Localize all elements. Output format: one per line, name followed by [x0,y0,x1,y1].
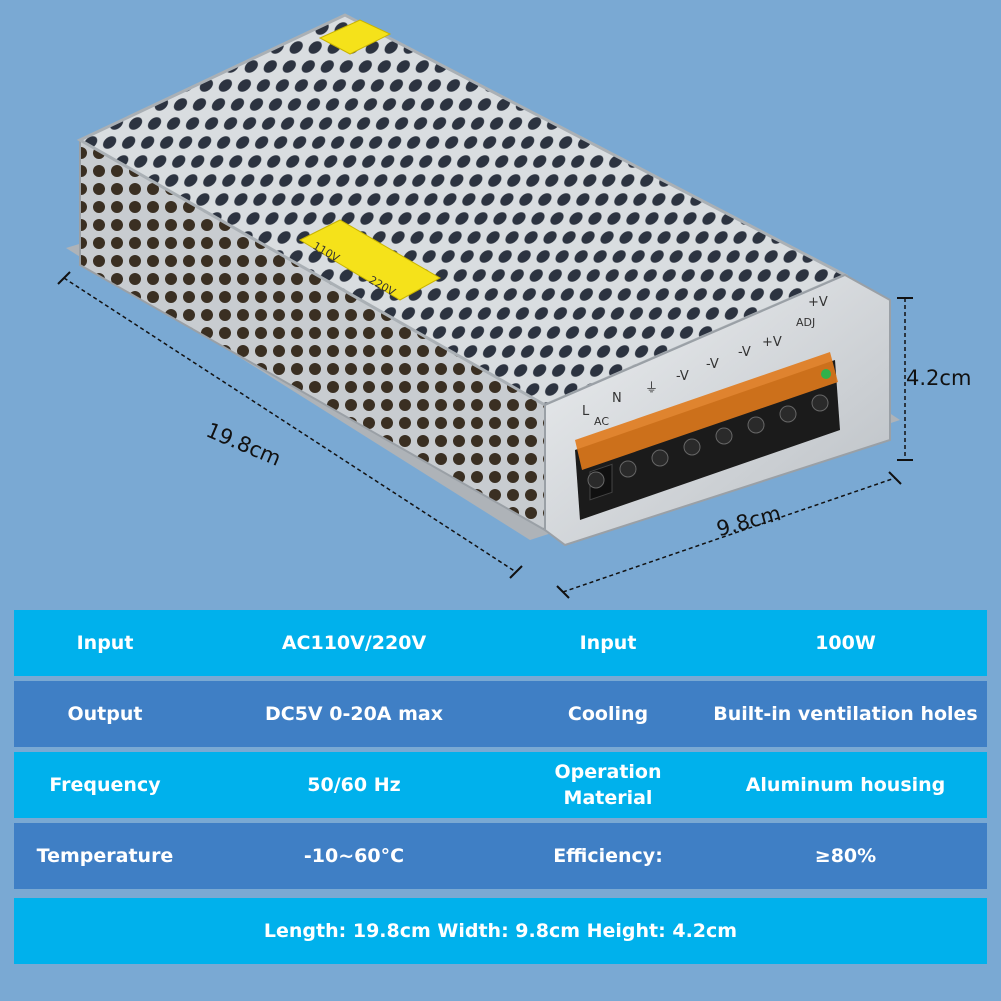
spec-key: Efficiency: [553,845,663,867]
spec-row-output: Output DC5V 0-20A max Cooling Built-in v… [14,681,987,747]
spec-value: AC110V/220V [281,632,427,654]
marking-neg-v-3: -V [738,345,751,360]
spec-value: Built-in ventilation holes [713,703,978,725]
spec-value: 50/60 Hz [307,774,401,796]
spec-key: Operation Material [554,761,662,809]
product-illustration: 110V 220V L N [57,13,972,599]
corner-sticker [318,19,392,55]
spec-key: Input [76,632,134,654]
width-dimension-line [562,477,896,593]
spec-value: Aluminum housing [745,774,946,796]
dimensions-summary: Length: 19.8cm Width: 9.8cm Height: 4.2c… [14,898,987,964]
spec-key: Output [67,703,143,725]
spec-value: ≥80% [814,845,877,867]
spec-row-frequency: Frequency 50/60 Hz Operation Material Al… [14,752,987,818]
dimension-end-ticks [57,271,913,599]
marking-n: N [612,391,622,406]
dimension-lines [63,277,906,593]
spec-value: -10~60°C [303,845,405,867]
spec-key: Cooling [567,703,649,725]
marking-l: L [582,404,590,419]
spec-table: Input AC110V/220V Input 100W Output DC5V… [14,610,987,964]
marking-pos-v-1: +V [762,335,782,350]
spec-row-input: Input AC110V/220V Input 100W [14,610,987,676]
marking-neg-v-1: -V [676,369,689,384]
marking-adj: ADJ [796,316,815,329]
marking-ac: AC [594,415,609,428]
spec-value: 100W [815,632,876,654]
spec-key: Input [579,632,637,654]
marking-ground: ⏚ [645,381,658,396]
length-dimension-line [63,277,517,573]
spec-key: Temperature [36,845,174,867]
marking-pos-v-2: +V [808,295,828,310]
spec-value: DC5V 0-20A max [265,703,443,725]
power-supply-image: 110V 220V L N [57,13,913,599]
terminal-markings: L N AC ⏚ -V -V -V +V +V ADJ [582,295,828,428]
marking-neg-v-2: -V [706,357,719,372]
height-dimension-label: 4.2cm [906,366,972,390]
spec-key: Frequency [49,774,161,796]
terminal-block [575,352,840,520]
terminal-screws [587,394,829,489]
adjust-potentiometer [821,369,831,379]
spec-row-temperature: Temperature -10~60°C Efficiency: ≥80% [14,823,987,889]
